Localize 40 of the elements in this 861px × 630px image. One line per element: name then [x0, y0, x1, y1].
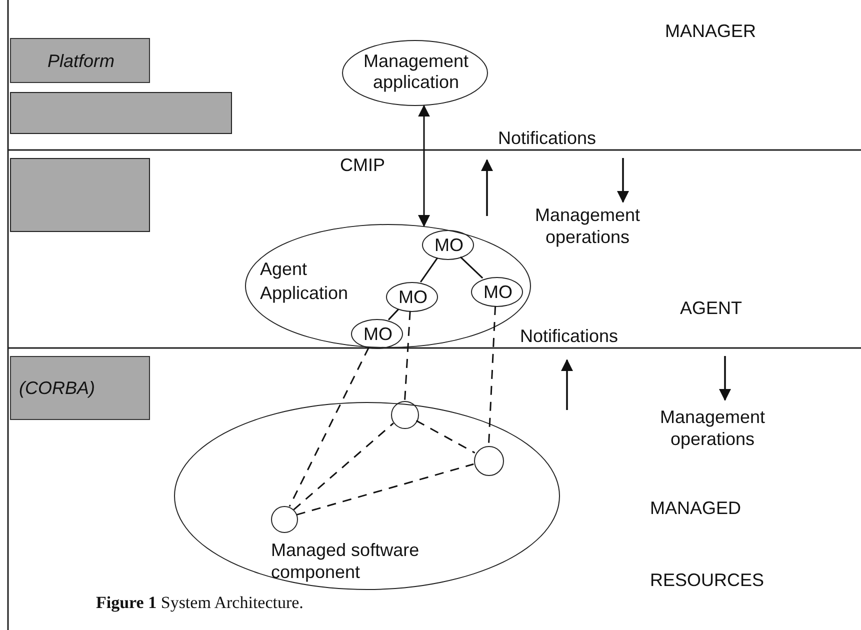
dashed-connector	[293, 422, 394, 510]
connector	[418, 104, 430, 227]
object-ellipse	[351, 319, 403, 349]
dashed-connector	[488, 306, 496, 446]
text-label: Notifications	[520, 325, 620, 347]
text-label: AGENT	[680, 297, 744, 319]
ellipse-node	[342, 40, 488, 106]
dashed-connector	[416, 420, 476, 454]
node-label: (CORBA)	[19, 378, 96, 399]
node-label: Agent Application	[260, 258, 350, 305]
component-circle	[474, 446, 504, 476]
text-label: Management operations	[658, 406, 766, 450]
connector	[388, 308, 400, 320]
dashed-connector	[288, 347, 370, 507]
layer-box	[10, 92, 232, 134]
dashed-connector	[404, 310, 411, 400]
node-label: MO	[434, 235, 464, 256]
text-label: Notifications	[498, 127, 598, 149]
object-ellipse	[471, 277, 523, 307]
connector	[460, 256, 484, 279]
node-label: MO	[398, 287, 428, 308]
text-label: MANAGER	[665, 20, 758, 42]
node-label: MO	[362, 324, 394, 345]
layer-box	[10, 158, 150, 232]
object-ellipse	[422, 230, 474, 260]
node-label: Managed software component	[271, 539, 420, 583]
object-ellipse	[386, 282, 438, 312]
component-circle	[271, 506, 298, 533]
component-circle	[391, 401, 419, 429]
layer-box	[10, 38, 150, 83]
ellipse-node	[174, 402, 560, 590]
dashed-connector	[296, 463, 474, 516]
node-label: MO	[482, 282, 514, 303]
node-label: Management application	[362, 51, 470, 93]
layer-box	[10, 356, 150, 420]
node-label: Platform	[46, 51, 116, 72]
connector	[420, 257, 438, 283]
text-label: Management operations	[534, 204, 642, 248]
text-label: MANAGED RESOURCES	[650, 497, 766, 592]
figure-caption: Figure 1 System Architecture.	[96, 592, 304, 614]
